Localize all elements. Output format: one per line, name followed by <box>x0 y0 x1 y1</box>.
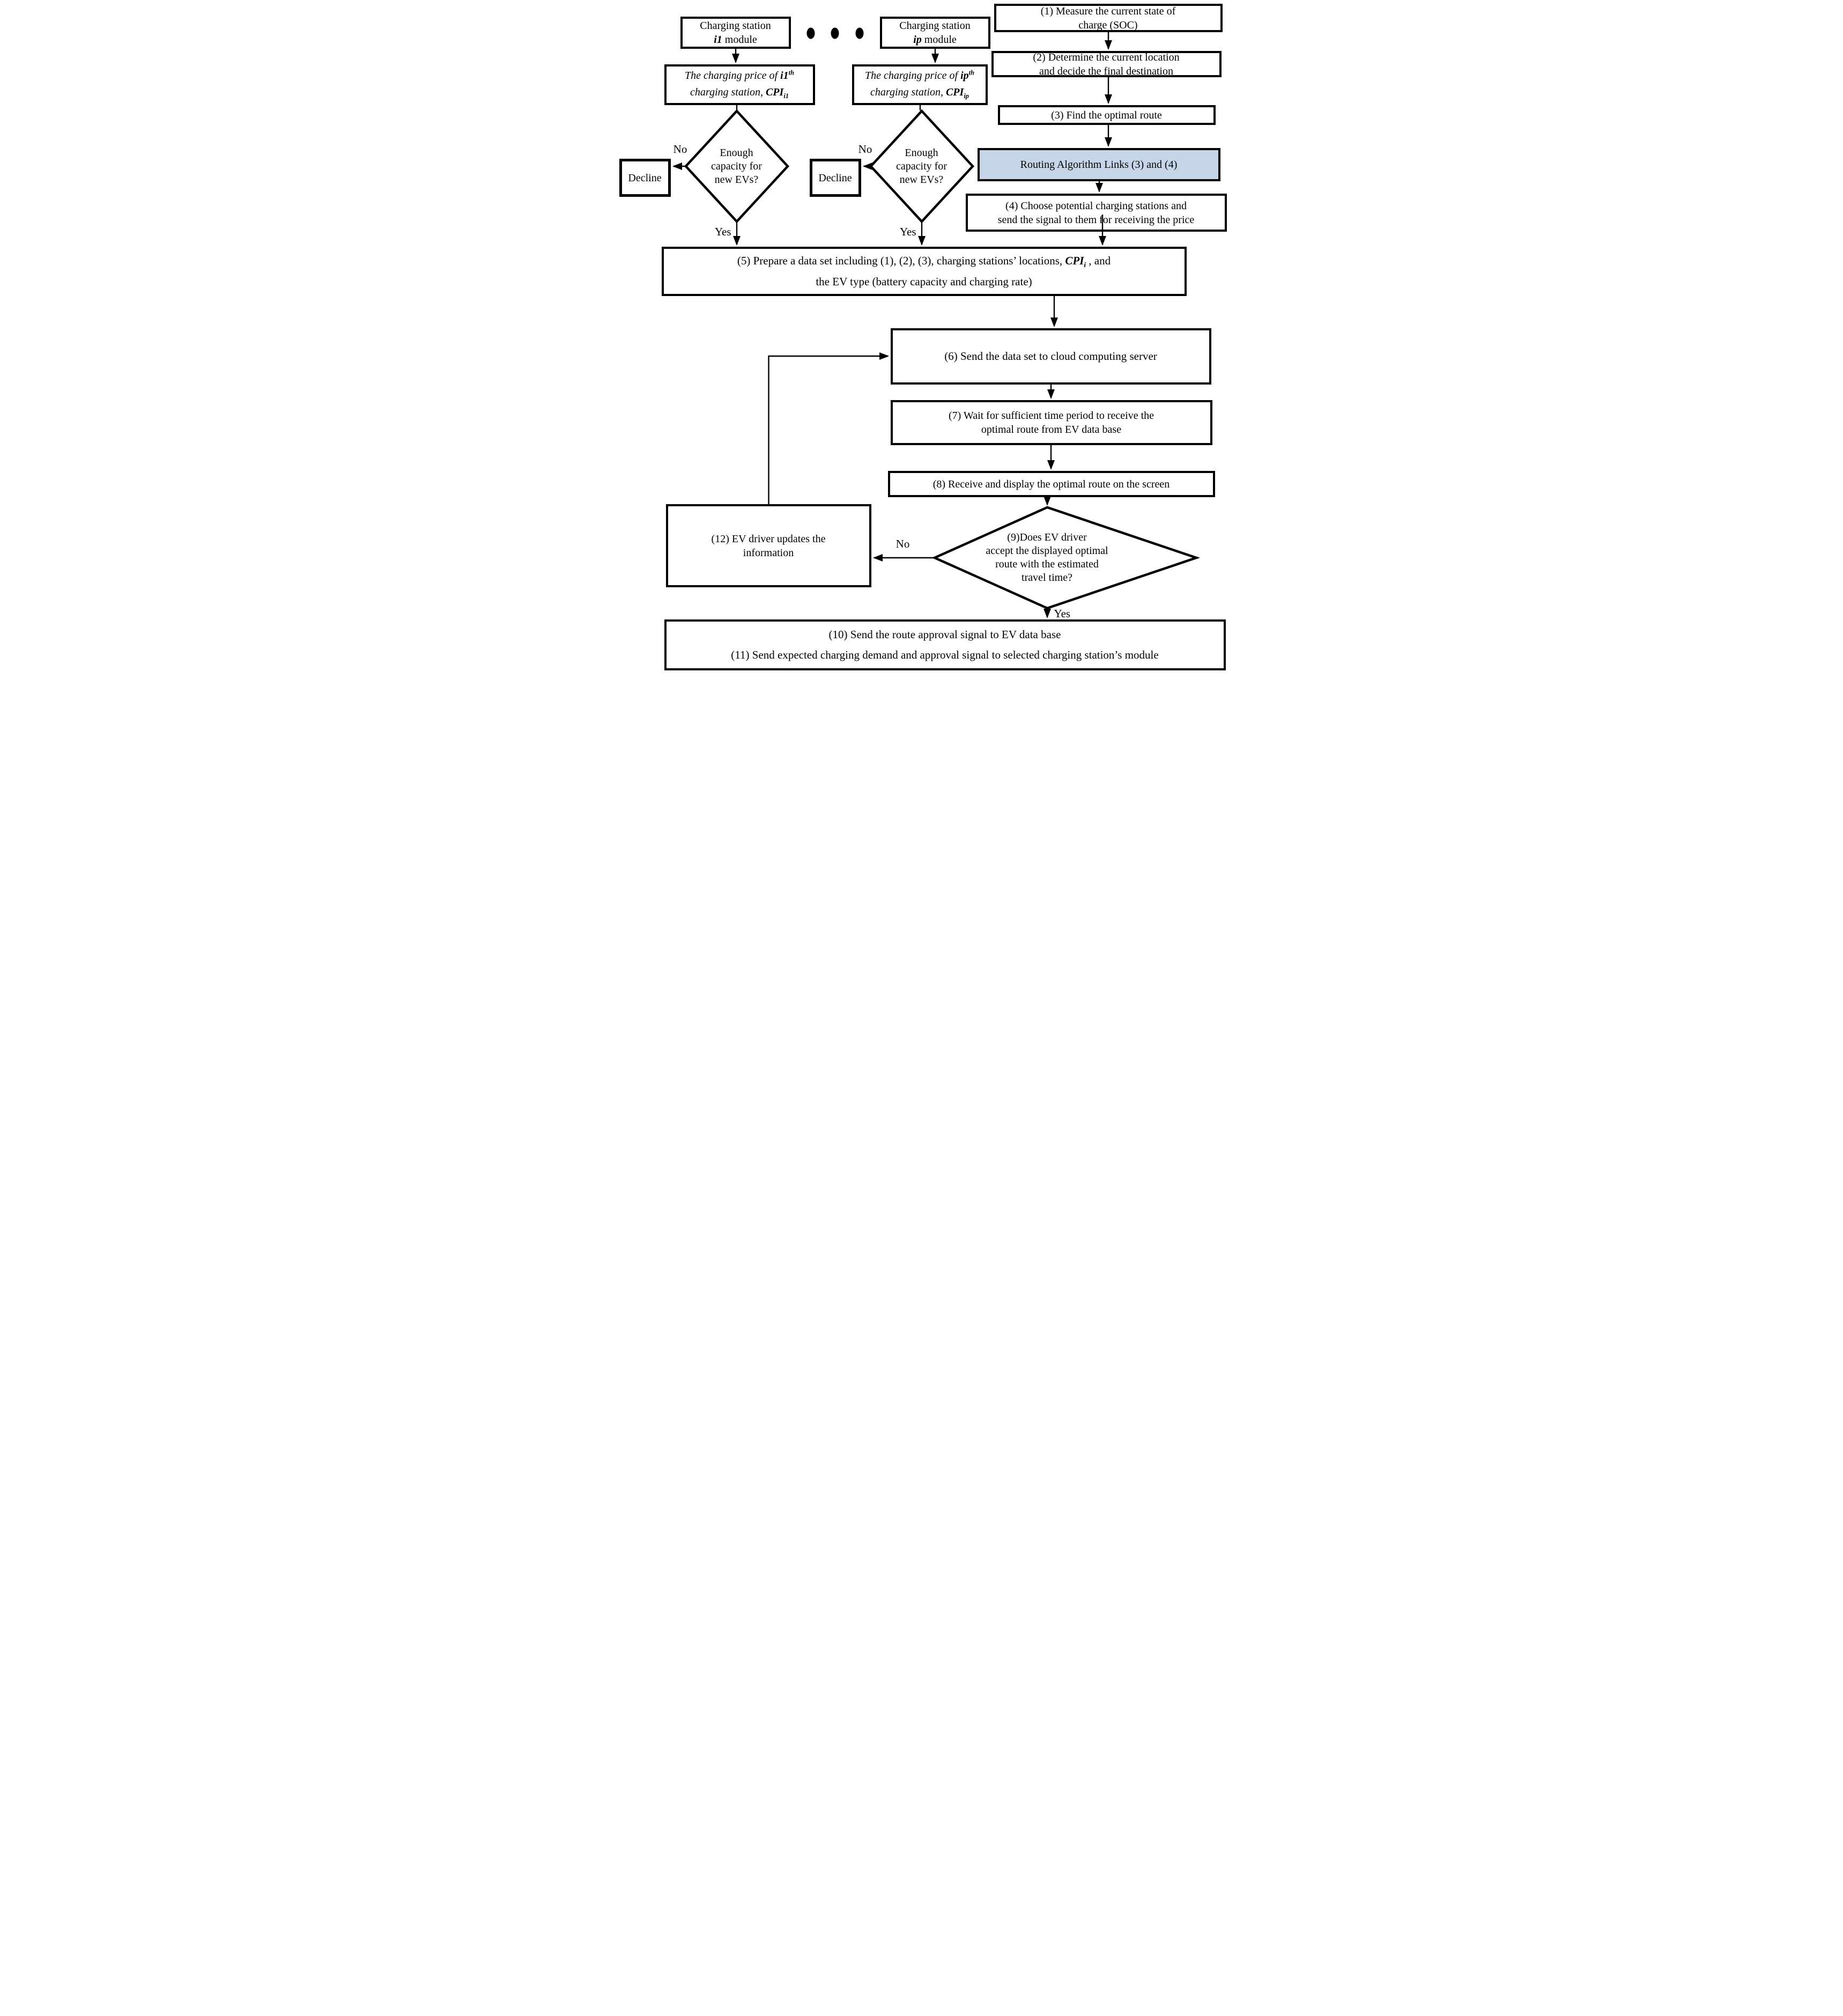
branch-label-no-route: No <box>895 537 910 550</box>
decision-text-capacity-ip: Enough capacity for new EVs? <box>868 146 975 187</box>
node-line: Enough <box>905 147 938 159</box>
node-line: ip module <box>913 34 957 46</box>
node-charging-station-i1: Charging station i1 module <box>680 17 791 49</box>
node-line: Charging station <box>700 20 771 32</box>
decision-text-accept-route: (9)Does EV driver accept the displayed o… <box>956 531 1138 585</box>
ellipsis-dots-icon <box>806 27 863 39</box>
node-price-ip: The charging price of ipth charging stat… <box>852 64 988 105</box>
node-line: (4) Choose potential charging stations a… <box>1005 200 1187 212</box>
node-step10-11-approval: (10) Send the route approval signal to E… <box>664 619 1226 670</box>
dot-icon <box>831 27 839 39</box>
node-line: Routing Algorithm Links (3) and (4) <box>1020 159 1178 171</box>
node-line: (10) Send the route approval signal to E… <box>828 627 1061 641</box>
node-line: Enough <box>720 147 753 159</box>
node-line: travel time? <box>1022 572 1072 584</box>
node-line: Decline <box>628 172 662 184</box>
node-line: optimal route from EV data base <box>981 424 1122 435</box>
node-decline-i1: Decline <box>619 159 671 197</box>
branch-label-no-i1: No <box>673 143 687 156</box>
node-line: charging station, CPIi1 <box>690 86 789 100</box>
node-line: (2) Determine the current location <box>1033 51 1180 63</box>
dot-icon <box>855 27 863 39</box>
node-line: charging station, CPIip <box>870 86 969 100</box>
node-step2-determine-location: (2) Determine the current location and d… <box>991 51 1222 77</box>
node-line: The charging price of i1th <box>684 69 795 82</box>
node-line: and decide the final destination <box>1039 65 1173 77</box>
node-step1-measure-soc: (1) Measure the current state of charge … <box>994 4 1223 32</box>
node-line: Charging station <box>899 20 971 32</box>
node-routing-algorithm: Routing Algorithm Links (3) and (4) <box>977 148 1220 181</box>
shape-layer <box>684 27 1200 610</box>
node-line: (3) Find the optimal route <box>1051 109 1162 121</box>
node-step3-find-route: (3) Find the optimal route <box>997 105 1216 125</box>
node-line: capacity for <box>711 160 762 172</box>
node-step4-choose-stations: (4) Choose potential charging stations a… <box>965 194 1227 232</box>
node-line: new EVs? <box>899 174 944 186</box>
branch-label-yes-route: Yes <box>1054 607 1071 620</box>
node-step6-send-to-cloud: (6) Send the data set to cloud computing… <box>890 328 1211 385</box>
node-decline-ip: Decline <box>809 159 861 197</box>
node-line: (1) Measure the current state of <box>1040 5 1176 17</box>
dot-icon <box>806 27 815 39</box>
node-charging-station-ip: Charging station ip module <box>879 17 990 49</box>
node-line: the EV type (battery capacity and chargi… <box>816 275 1032 288</box>
node-line: (6) Send the data set to cloud computing… <box>944 349 1157 363</box>
node-line: send the signal to them for receiving th… <box>997 213 1195 226</box>
node-step5-prepare-dataset: (5) Prepare a data set including (1), (2… <box>661 247 1187 296</box>
decision-text-capacity-i1: Enough capacity for new EVs? <box>683 146 790 187</box>
node-line: (9)Does EV driver <box>1007 531 1087 543</box>
node-line: (7) Wait for sufficient time period to r… <box>948 410 1154 422</box>
node-step7-wait: (7) Wait for sufficient time period to r… <box>890 400 1212 445</box>
node-line: (5) Prepare a data set including (1), (2… <box>737 254 1111 269</box>
branch-label-yes-ip: Yes <box>899 225 916 238</box>
node-line: (11) Send expected charging demand and a… <box>731 648 1159 661</box>
node-line: route with the estimated <box>995 558 1099 570</box>
node-step12-update-info: (12) EV driver updates the information <box>665 504 871 587</box>
node-line: accept the displayed optimal <box>986 545 1108 557</box>
node-line: capacity for <box>896 160 947 172</box>
node-line: The charging price of ipth <box>864 69 975 82</box>
flowchart-canvas: Charging station i1 module Charging stat… <box>614 0 1229 672</box>
node-line: new EVs? <box>714 174 759 186</box>
node-line: Decline <box>818 172 852 184</box>
branch-label-yes-i1: Yes <box>714 225 731 238</box>
node-line: i1 module <box>714 34 757 46</box>
node-line: (12) EV driver updates the <box>711 533 826 545</box>
node-step8-display-route: (8) Receive and display the optimal rout… <box>887 471 1215 497</box>
node-line: charge (SOC) <box>1078 19 1138 31</box>
node-price-i1: The charging price of i1th charging stat… <box>664 64 815 105</box>
node-line: information <box>743 547 794 559</box>
node-line: (8) Receive and display the optimal rout… <box>932 478 1170 490</box>
branch-label-no-ip: No <box>858 143 872 156</box>
